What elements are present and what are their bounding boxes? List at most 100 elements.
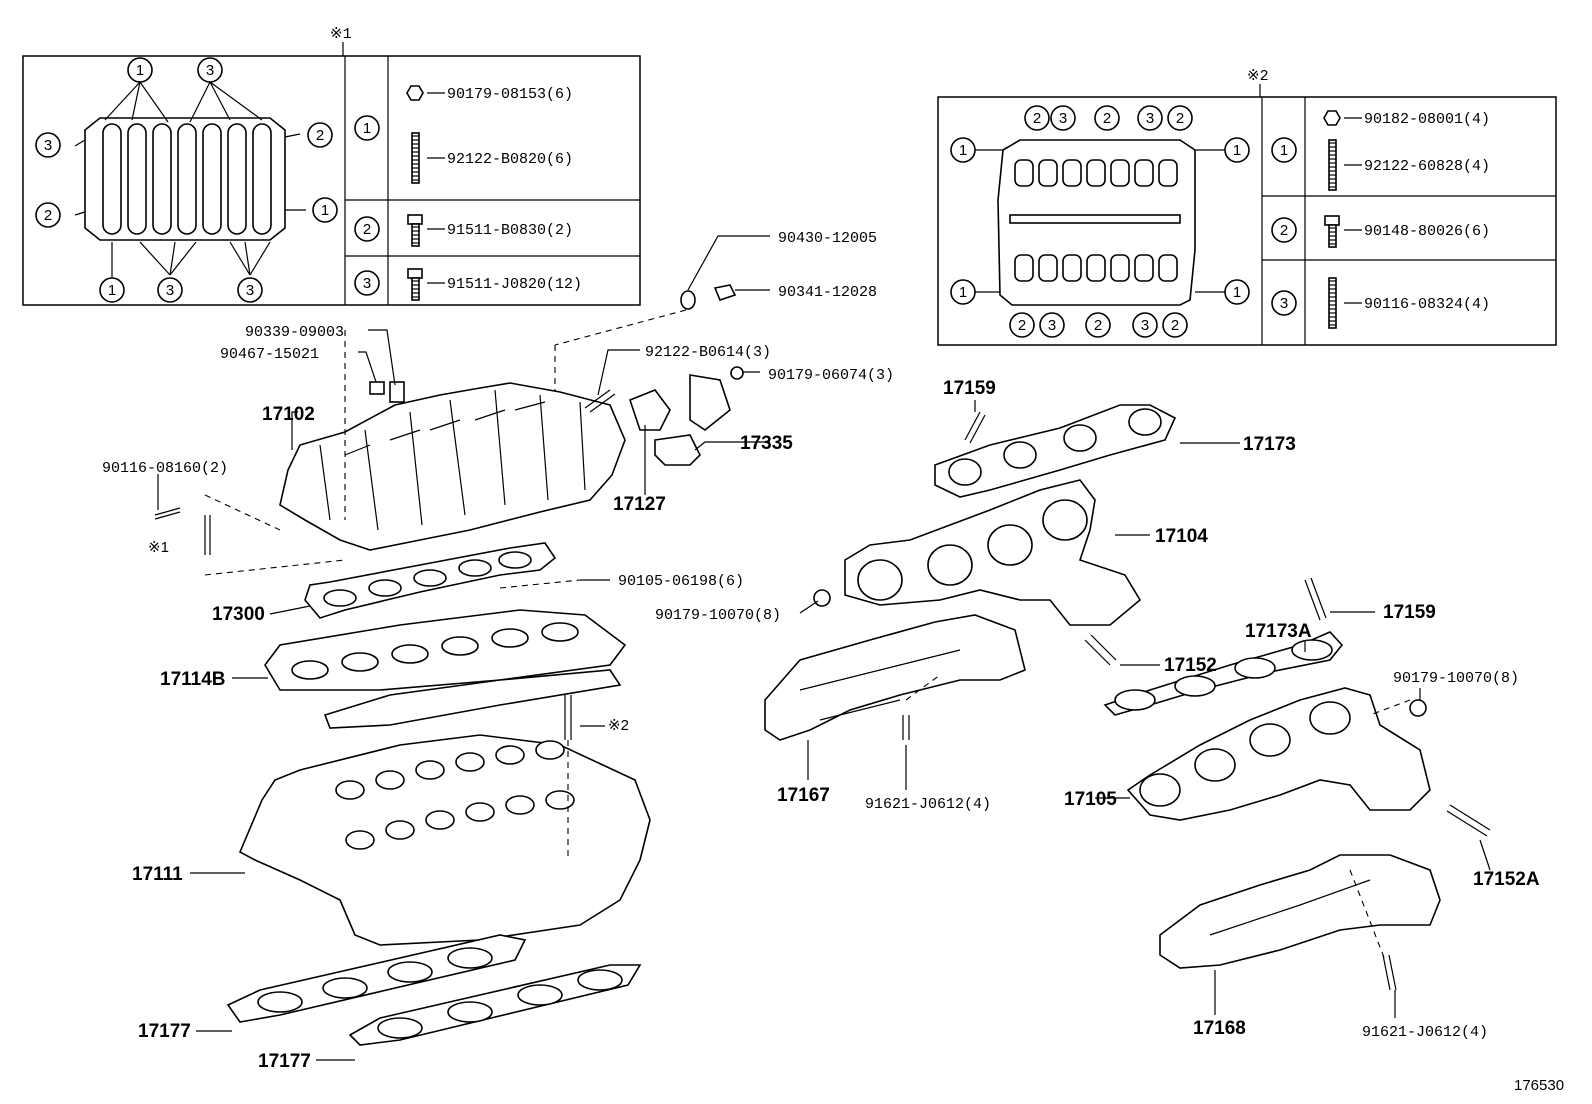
- part-number: 90179-08153(6): [447, 86, 573, 103]
- sketch1-callout-5-num: 1: [321, 202, 329, 219]
- callout-17104: 17104: [1155, 526, 1208, 547]
- exhaust-gasket-17173a: [1103, 577, 1344, 716]
- row-2-marker: 2: [1271, 217, 1297, 243]
- callout-mark1: ※1: [148, 539, 169, 556]
- callout-90467-15021: 90467-15021: [220, 346, 319, 363]
- callout-17335: 17335: [740, 433, 793, 454]
- callout-17111: 17111: [132, 864, 183, 885]
- callout-17114b: 17114B: [160, 669, 226, 690]
- part-number: 92122-60828(4): [1364, 158, 1490, 175]
- heat-insulator-17167: [764, 614, 1026, 741]
- sketch2-callout-0: 1: [950, 137, 976, 163]
- sketch1-callout-7: 3: [157, 277, 183, 303]
- sketch2-callout-12-num: 3: [1141, 317, 1149, 334]
- sketch2-callout-13: 2: [1162, 312, 1188, 338]
- diagram-id: 176530: [1514, 1077, 1564, 1094]
- row-number: 2: [363, 221, 371, 238]
- exhaust-manifold-17104: [813, 479, 1142, 666]
- gasket-17114b: [264, 609, 627, 729]
- stud-icon: [411, 132, 420, 184]
- row-number: 3: [1280, 295, 1288, 312]
- callout-90179-10070-b: 90179-10070(8): [1393, 670, 1519, 687]
- row-1-marker: 1: [354, 115, 380, 141]
- table1-ref-mark: ※1: [330, 26, 352, 43]
- sketch2-callout-11-num: 2: [1094, 317, 1102, 334]
- sketch2-callout-3: 1: [1224, 279, 1250, 305]
- callout-17300: 17300: [212, 604, 265, 625]
- part-number: 90116-08324(4): [1364, 296, 1490, 313]
- sketch2-callout-9-num: 2: [1018, 317, 1026, 334]
- exhaust-manifold-17105: [1126, 687, 1491, 837]
- sketch1-callout-3: 2: [307, 122, 333, 148]
- sketch1-callout-0: 1: [127, 57, 153, 83]
- throttle-body-parts: [584, 366, 744, 466]
- callout-90179-06074: 90179-06074(3): [768, 367, 894, 384]
- part-number: 91511-B0830(2): [447, 222, 573, 239]
- upper-intake-17102: [204, 330, 626, 576]
- pcv-plug-parts: [554, 235, 770, 395]
- sketch2-callout-6: 2: [1094, 105, 1120, 131]
- callout-90430-12005: 90430-12005: [778, 230, 877, 247]
- sketch1-callout-5: 1: [312, 197, 338, 223]
- row-3-marker: 3: [354, 270, 380, 296]
- sketch2-callout-5: 3: [1050, 105, 1076, 131]
- callout-labels: 90430-12005 90341-12028 90339-09003 9046…: [102, 230, 1540, 1072]
- sketch1-callout-6: 1: [99, 277, 125, 303]
- part-number: 90148-80026(6): [1364, 223, 1490, 240]
- nut-icon: [1323, 110, 1341, 126]
- sketch2-callout-2-num: 1: [959, 284, 967, 301]
- callout-17167: 17167: [777, 785, 830, 806]
- sketch2-callout-4-num: 2: [1033, 110, 1041, 127]
- row-number: 1: [363, 120, 371, 137]
- callout-91621-j0612-b: 91621-J0612(4): [1362, 1024, 1488, 1041]
- sketch2-callout-3-num: 1: [1233, 284, 1241, 301]
- row-1-marker: 1: [1271, 137, 1297, 163]
- sketch2-callout-1-num: 1: [1233, 142, 1241, 159]
- lower-intake-17111: [238, 695, 651, 946]
- sketch1-callout-0-num: 1: [136, 62, 144, 79]
- callout-91621-j0612-a: 91621-J0612(4): [865, 796, 991, 813]
- sketch1-callout-7-num: 3: [166, 282, 174, 299]
- sketch1-callout-6-num: 1: [108, 282, 116, 299]
- sketch2-callout-1: 1: [1224, 137, 1250, 163]
- callout-17102: 17102: [262, 404, 315, 425]
- sketch2-callout-4: 2: [1024, 105, 1050, 131]
- sketch1-callout-1-num: 3: [206, 62, 214, 79]
- sketch2-callout-5-num: 3: [1059, 110, 1067, 127]
- stud-icon: [1328, 139, 1337, 191]
- sketch2-callout-0-num: 1: [959, 142, 967, 159]
- sketch1-callout-4: 2: [35, 202, 61, 228]
- sketch2-callout-11: 2: [1085, 312, 1111, 338]
- heat-insulator-17168: [1159, 854, 1441, 991]
- leader-lines: [157, 329, 1491, 1061]
- sketch2-callout-7: 3: [1137, 105, 1163, 131]
- sketch2-callout-7-num: 3: [1146, 110, 1154, 127]
- bolt-icon: [1324, 215, 1340, 248]
- callout-17159-b: 17159: [1383, 602, 1436, 623]
- sketch2-callout-8-num: 2: [1176, 110, 1184, 127]
- table2-ref-mark: ※2: [1247, 68, 1269, 85]
- bolt-icon: [407, 268, 423, 301]
- callout-17105: 17105: [1064, 789, 1117, 810]
- row-number: 2: [1280, 222, 1288, 239]
- bolt-icon: [407, 214, 423, 247]
- row-2-marker: 2: [354, 216, 380, 242]
- sketch2-callout-12: 3: [1132, 312, 1158, 338]
- insulator-17300: [154, 507, 581, 619]
- row-3-marker: 3: [1271, 290, 1297, 316]
- callout-90339-09003: 90339-09003: [245, 324, 344, 341]
- sketch1-callout-8-num: 3: [246, 282, 254, 299]
- callout-90179-10070-a: 90179-10070(8): [655, 607, 781, 624]
- part-number: 92122-B0820(6): [447, 151, 573, 168]
- sketch1-callout-3-num: 2: [316, 127, 324, 144]
- reference-table-1: ※1 1 3 3 2 2 1 1 3 3 1 90179-08153(6) 92122-B0820(…: [22, 26, 641, 306]
- sketch1-callout-2-num: 3: [44, 137, 52, 154]
- sketch1-callout-1: 3: [197, 57, 223, 83]
- callout-17168: 17168: [1193, 1018, 1246, 1039]
- stud-icon: [1328, 277, 1337, 329]
- sketch2-callout-10: 3: [1039, 312, 1065, 338]
- callout-17159-a: 17159: [943, 378, 996, 399]
- gaskets-17177: [226, 934, 642, 1046]
